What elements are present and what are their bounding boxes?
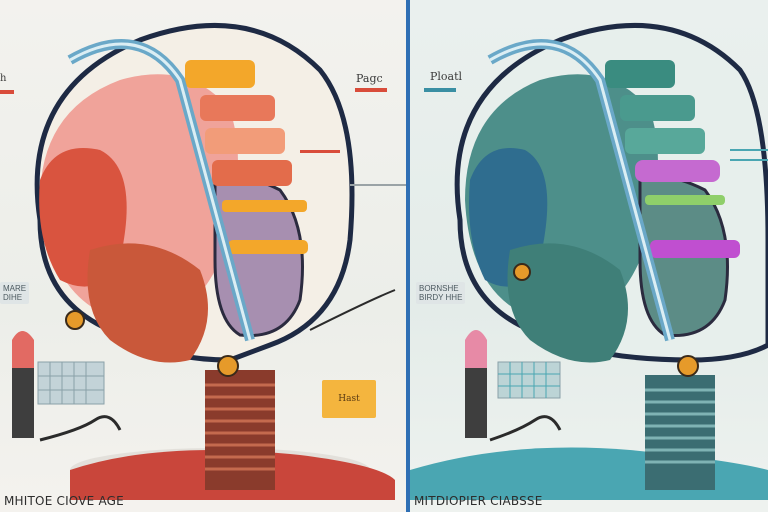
right-corner-label: Ploatl <box>430 70 463 83</box>
left-corner-label: Pagc <box>356 72 383 85</box>
left-lipstick-icon <box>12 331 34 438</box>
right-bar-stack <box>605 60 740 258</box>
right-side-tag: BORNSHE BIRDY HHE <box>416 282 466 304</box>
left-top-fragment: h <box>0 73 7 84</box>
left-bar-stack <box>185 60 308 254</box>
left-sticky-note: Hast <box>322 380 376 418</box>
panel-divider <box>406 0 410 512</box>
left-joint-icon <box>217 355 239 377</box>
left-illustration-panel: h Pagc MARE DIHE Hast MHITOE CIOVE AGE <box>0 0 406 512</box>
left-anatomy-illustration <box>0 23 406 500</box>
right-illustration-panel: Ploatl BORNSHE BIRDY HHE MITDIOPIER CIAB… <box>410 0 768 512</box>
right-anatomy-illustration <box>410 23 768 500</box>
left-meter-panel <box>37 361 105 405</box>
right-meter-panel <box>497 361 561 399</box>
right-caption: MITDIOPIER CIABSSE <box>414 494 543 508</box>
left-joint-icon <box>65 310 85 330</box>
left-caption: MHITOE CIOVE AGE <box>4 494 124 508</box>
left-side-tag: MARE DIHE <box>0 282 30 304</box>
left-pedestal <box>205 370 275 490</box>
right-pedestal <box>645 375 715 490</box>
right-joint-icon <box>677 355 699 377</box>
right-lipstick-icon <box>465 330 487 438</box>
right-joint-icon <box>513 263 531 281</box>
